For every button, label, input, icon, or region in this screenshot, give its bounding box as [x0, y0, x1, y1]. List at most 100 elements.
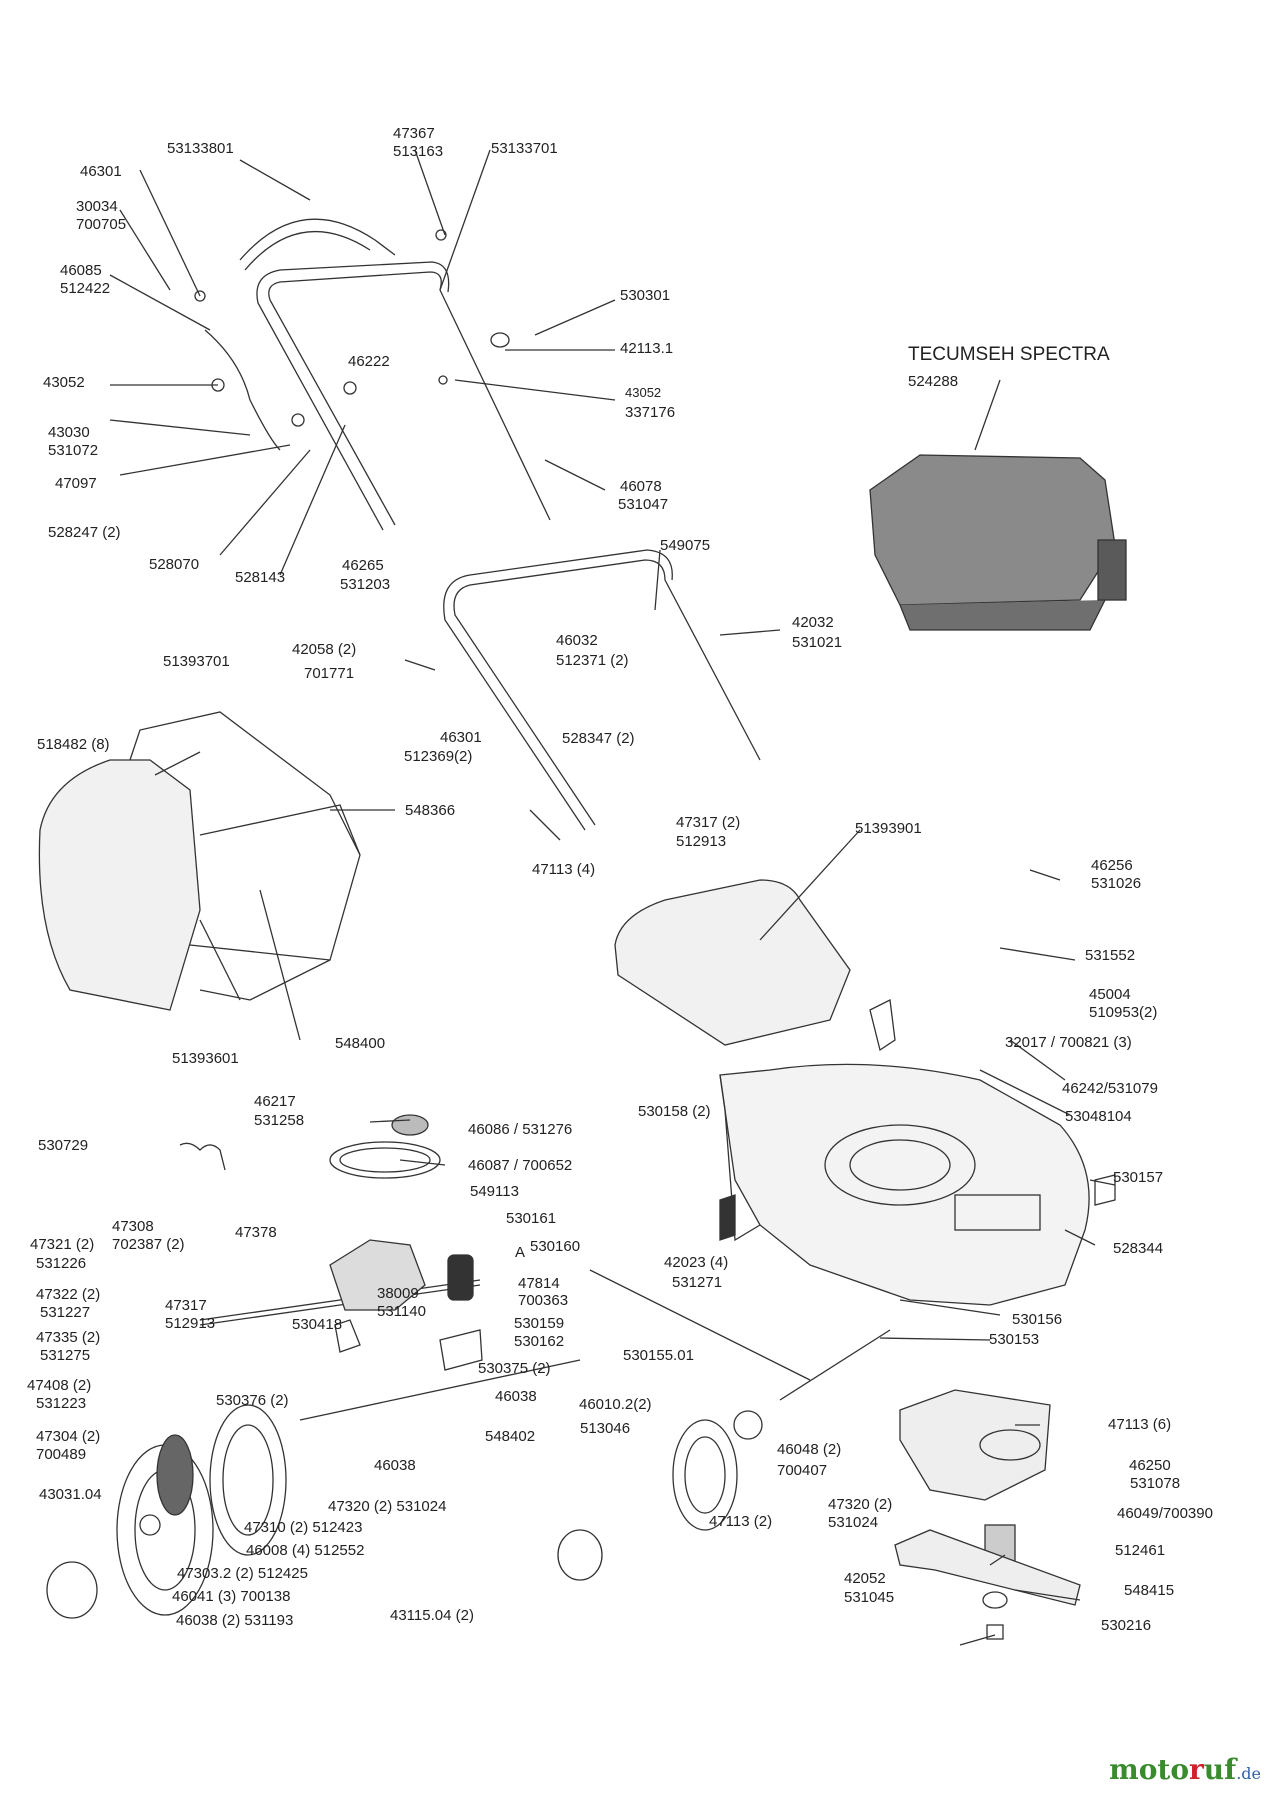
- part-label: 549075: [660, 537, 711, 554]
- part-label: 531026: [1091, 875, 1142, 892]
- part-label: 528143: [235, 569, 286, 586]
- part-label: 528344: [1113, 1240, 1164, 1257]
- part-label: 46265: [342, 557, 384, 574]
- belt: [329, 1141, 441, 1179]
- part-label: 531275: [40, 1347, 91, 1364]
- part-label: 42058 (2): [292, 641, 357, 658]
- part-label: 47335 (2): [36, 1329, 101, 1346]
- part-label: 42032: [792, 614, 834, 631]
- part-label: 548366: [405, 802, 456, 819]
- part-label: 548400: [335, 1035, 386, 1052]
- part-label: 46085: [60, 262, 102, 279]
- lower-handle: [453, 559, 761, 826]
- part-label: 531271: [672, 1274, 723, 1291]
- lid: [614, 879, 851, 1046]
- part-label: 528247 (2): [48, 524, 121, 541]
- part-label: 700363: [518, 1292, 569, 1309]
- part-label: 530729: [38, 1137, 89, 1154]
- part-label: 51393901: [855, 820, 922, 837]
- part-label: 530375 (2): [478, 1360, 551, 1377]
- part-label: 47814: [518, 1275, 560, 1292]
- part-label: 531223: [36, 1395, 87, 1412]
- part-label: 43052: [625, 385, 662, 400]
- part-label: 531227: [40, 1304, 91, 1321]
- part-label: 47321 (2): [30, 1236, 95, 1253]
- part-label: 47408 (2): [27, 1377, 92, 1394]
- part-label: 530162: [514, 1333, 565, 1350]
- part-label: 512913: [165, 1315, 216, 1332]
- part-label: 337176: [625, 404, 676, 421]
- part-label: 548402: [485, 1428, 536, 1445]
- part-label: 531226: [36, 1255, 87, 1272]
- part-label: 46049/700390: [1117, 1505, 1213, 1522]
- part-label: 528070: [149, 556, 200, 573]
- part-label: 46301: [440, 729, 482, 746]
- part-label: 47378: [235, 1224, 277, 1241]
- part-label: 38009: [377, 1285, 419, 1302]
- pulley: [391, 1114, 429, 1136]
- part-label: 46038: [495, 1388, 537, 1405]
- engine-body: [869, 454, 1116, 606]
- part-label: 46041 (3) 700138: [172, 1588, 291, 1605]
- part-label: 42023 (4): [664, 1254, 729, 1271]
- part-label: 548415: [1124, 1582, 1175, 1599]
- part-label: 46086 / 531276: [468, 1121, 573, 1138]
- part-label: 513163: [393, 143, 444, 160]
- mower-deck: [719, 1063, 1090, 1306]
- part-label: 43115.04 (2): [390, 1607, 474, 1624]
- front-wheel: [672, 1419, 738, 1531]
- control-cable: [204, 329, 281, 451]
- part-label: 700705: [76, 216, 127, 233]
- part-label: 531047: [618, 496, 669, 513]
- part-label: 47310 (2) 512423: [244, 1519, 363, 1536]
- part-label: 47113 (4): [532, 861, 596, 878]
- part-label: 46087 / 700652: [468, 1157, 573, 1174]
- part-label: 531203: [340, 576, 391, 593]
- part-label: 531258: [254, 1112, 305, 1129]
- blade-guard: [899, 1389, 1051, 1501]
- part-label: 46242/531079: [1062, 1080, 1158, 1097]
- part-label: 47303.2 (2) 512425: [177, 1565, 308, 1582]
- part-label: 531552: [1085, 947, 1136, 964]
- part-label: 46078: [620, 478, 662, 495]
- part-label: 512371 (2): [556, 652, 629, 669]
- part-label: 530216: [1101, 1617, 1152, 1634]
- part-label: 530159: [514, 1315, 565, 1332]
- part-label: 530155.01: [623, 1347, 694, 1364]
- part-label: 46301: [80, 163, 122, 180]
- part-label: 531021: [792, 634, 843, 651]
- part-label: 530376 (2): [216, 1392, 289, 1409]
- part-label: 46008 (4) 512552: [246, 1542, 365, 1559]
- part-label: 47317 (2): [676, 814, 741, 831]
- part-label: 549113: [470, 1183, 519, 1200]
- part-label: 51393701: [163, 653, 230, 670]
- part-label: 53133801: [167, 140, 234, 157]
- part-label: 512369(2): [404, 748, 473, 765]
- part-label: 512422: [60, 280, 111, 297]
- part-label: 46256: [1091, 857, 1133, 874]
- part-label: 47322 (2): [36, 1286, 101, 1303]
- wheel-cap: [557, 1529, 603, 1581]
- part-label: 700407: [777, 1462, 828, 1479]
- part-label: 513046: [580, 1420, 631, 1437]
- top-bar: [239, 218, 396, 261]
- part-label: 530161: [506, 1210, 557, 1227]
- part-label: 531024: [828, 1514, 879, 1531]
- part-label: 42113.1: [620, 340, 674, 357]
- engine-brand: TECUMSEH SPECTRA: [908, 344, 1110, 365]
- part-label: 32017 / 700821 (3): [1005, 1034, 1132, 1051]
- gearbox: [329, 1239, 426, 1311]
- part-label: 53048104: [1065, 1108, 1132, 1125]
- part-label: 46048 (2): [777, 1441, 842, 1458]
- part-label: 46032: [556, 632, 598, 649]
- part-label: 512913: [676, 833, 727, 850]
- part-label: 530160: [530, 1238, 581, 1255]
- part-label: 530153: [989, 1331, 1040, 1348]
- part-label: 531140: [377, 1303, 426, 1320]
- part-label: 47113 (6): [1108, 1416, 1172, 1433]
- part-label: 700489: [36, 1446, 87, 1463]
- part-label: 47320 (2): [828, 1496, 893, 1513]
- part-label: 30034: [76, 198, 118, 215]
- part-label: 53133701: [491, 140, 558, 157]
